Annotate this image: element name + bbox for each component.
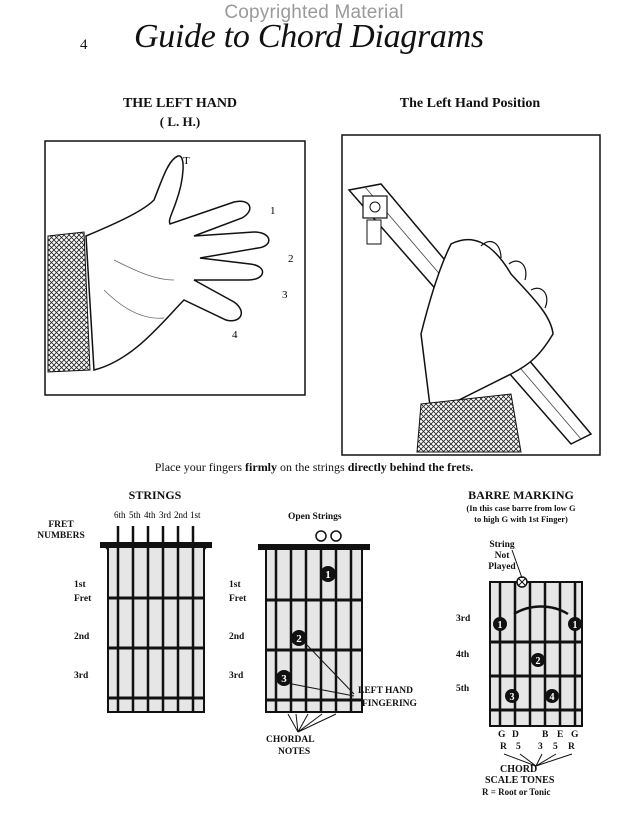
barre-fret-4th: 4th bbox=[456, 650, 470, 660]
finger-label-2: 2 bbox=[288, 253, 294, 265]
chordal-notes-arrows bbox=[287, 713, 337, 733]
strings-fretboard: 6th 5th 4th 3rd 2nd 1st bbox=[100, 510, 212, 713]
note-g-high: G bbox=[571, 730, 579, 740]
fingering-fretboard: 1 2 3 bbox=[258, 530, 370, 713]
not-played-1: String bbox=[489, 540, 515, 550]
finger-dot-3: 3 bbox=[281, 673, 287, 685]
page-number: 4 bbox=[80, 37, 88, 53]
tone-r-high: R bbox=[568, 742, 575, 752]
note-e: E bbox=[557, 730, 564, 740]
caption: Place your fingers firmly on the strings… bbox=[0, 460, 628, 475]
barre-sub-2: to high G with 1st Finger) bbox=[474, 514, 568, 524]
finger-label-thumb: T bbox=[183, 155, 190, 167]
finger-label-3: 3 bbox=[282, 289, 288, 301]
strings-fret-2nd: 2nd bbox=[74, 632, 90, 642]
barre-fret-5th: 5th bbox=[456, 684, 470, 694]
note-g-low: G bbox=[498, 730, 506, 740]
chord-label: CHORD bbox=[500, 764, 538, 775]
not-played-arrow bbox=[511, 549, 523, 579]
tone-r-low: R bbox=[500, 742, 507, 752]
left-hand-fingering-label: LEFT HAND bbox=[358, 686, 413, 696]
chordal-label: CHORDAL bbox=[266, 735, 315, 745]
watermark: Copyrighted Material bbox=[224, 2, 404, 23]
barre-fret-3rd: 3rd bbox=[456, 614, 471, 624]
barre-dot-1a: 1 bbox=[498, 620, 503, 631]
strings-fret-1st: 1st bbox=[74, 580, 86, 590]
notes-label: NOTES bbox=[278, 747, 311, 757]
string-name-1: 1st bbox=[190, 510, 201, 520]
tone-5a: 5 bbox=[516, 742, 521, 752]
not-played-2: Not Played bbox=[488, 551, 516, 572]
left-hand-heading: THE LEFT HAND bbox=[122, 96, 238, 111]
finger-dot-2: 2 bbox=[296, 633, 302, 645]
open-strings-label: Open Strings bbox=[288, 512, 342, 522]
barre-dot-2: 2 bbox=[536, 656, 541, 667]
note-d: D bbox=[512, 730, 519, 740]
left-hand-abbrev: ( L. H.) bbox=[159, 114, 201, 129]
string-name-6: 6th bbox=[114, 510, 126, 520]
strings-fret-word: Fret bbox=[74, 594, 92, 604]
string-name-3: 3rd bbox=[159, 510, 171, 520]
scale-tones-arrows bbox=[503, 753, 573, 767]
caption-text-3: on the strings bbox=[277, 460, 348, 474]
barre-dot-3: 3 bbox=[510, 692, 515, 703]
left-hand-position-illustration bbox=[341, 134, 601, 456]
page-title: Guide to Chord Diagrams bbox=[134, 18, 484, 55]
caption-text-2: firmly bbox=[245, 460, 278, 474]
string-name-5: 5th bbox=[129, 510, 141, 520]
finger-label-1: 1 bbox=[270, 205, 276, 217]
fingering-fret-word: Fret bbox=[229, 594, 247, 604]
left-hand-position-heading: The Left Hand Position bbox=[399, 96, 541, 111]
finger-dot-1: 1 bbox=[325, 569, 331, 581]
string-name-4: 4th bbox=[144, 510, 156, 520]
caption-text-4: directly behind the frets. bbox=[347, 460, 474, 474]
tone-3: 3 bbox=[538, 742, 543, 752]
barre-dot-4: 4 bbox=[550, 692, 555, 703]
barre-heading: BARRE MARKING bbox=[468, 488, 574, 502]
barre-dot-1b: 1 bbox=[573, 620, 578, 631]
fingering-label: FINGERING bbox=[362, 699, 417, 709]
scale-tones-label: SCALE TONES bbox=[485, 775, 555, 786]
tone-5b: 5 bbox=[553, 742, 558, 752]
caption-text-1: Place your fingers bbox=[154, 460, 246, 474]
strings-heading: STRINGS bbox=[128, 488, 182, 502]
root-legend: R = Root or Tonic bbox=[482, 787, 551, 797]
strings-fret-3rd: 3rd bbox=[74, 671, 89, 681]
fingering-fret-1st: 1st bbox=[229, 580, 241, 590]
fingering-fret-2nd: 2nd bbox=[229, 632, 245, 642]
finger-label-4: 4 bbox=[232, 329, 238, 341]
fret-label-1: FRET bbox=[48, 520, 74, 530]
string-name-2: 2nd bbox=[174, 510, 188, 520]
barre-fretboard: 1 1 2 3 4 bbox=[489, 576, 583, 727]
barre-sub-1: (In this case barre from low G bbox=[466, 503, 576, 513]
fingering-fret-3rd: 3rd bbox=[229, 671, 244, 681]
note-b: B bbox=[542, 730, 549, 740]
fret-label-2: NUMBERS bbox=[37, 531, 85, 541]
left-hand-illustration: T 1 2 3 4 bbox=[44, 140, 306, 396]
